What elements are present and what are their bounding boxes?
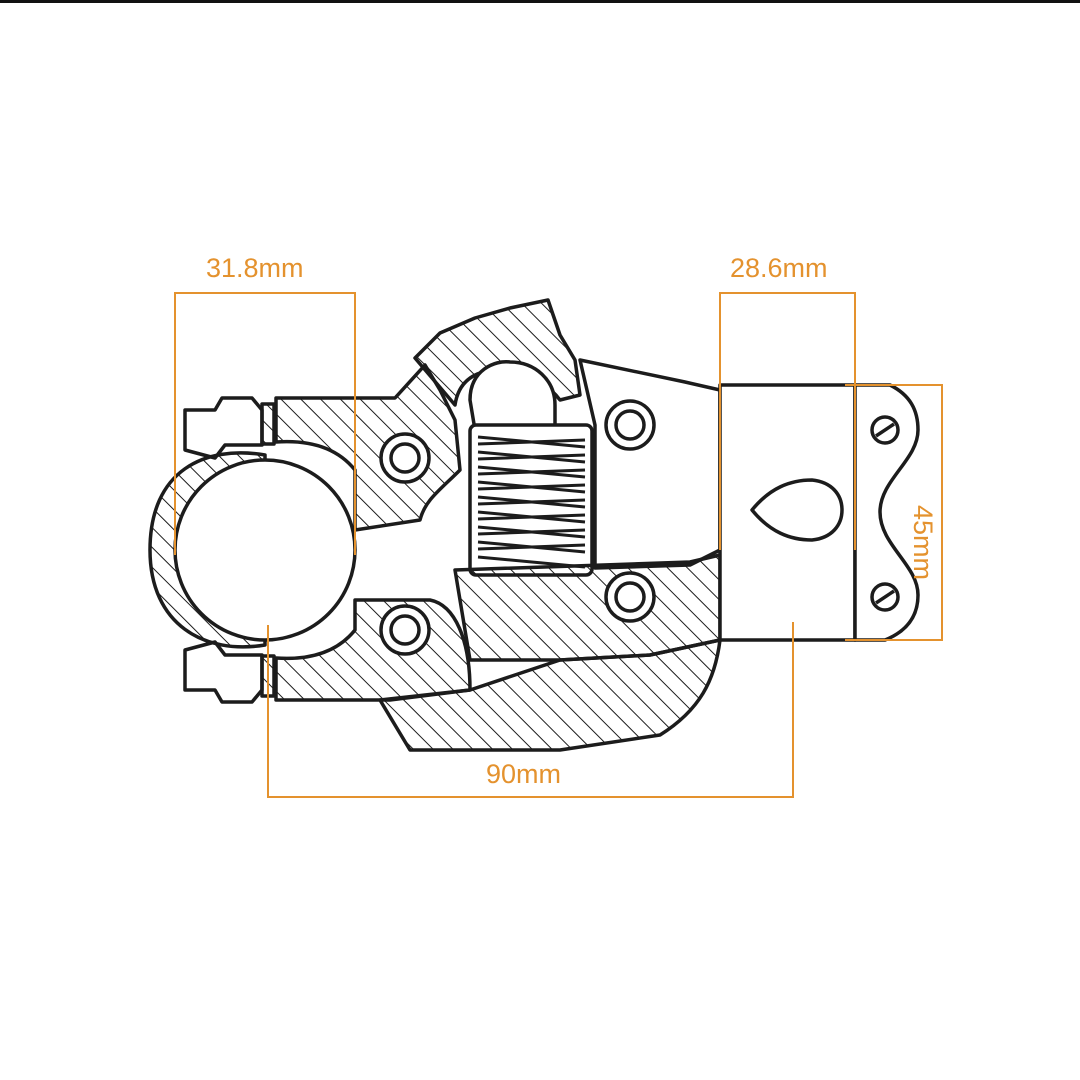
pivot-bolt-lower-right-core (614, 581, 646, 613)
faceplate-upper-ear (183, 396, 264, 460)
dim-length-line (267, 622, 794, 798)
steerer-clamp-block (718, 383, 857, 642)
damper-spring (477, 435, 586, 569)
side-bolt-lower (870, 582, 900, 612)
stem-body (148, 298, 920, 752)
dimension-lines (174, 292, 943, 798)
side-bolt-lower-slot (875, 589, 895, 605)
link-lower-body (453, 553, 722, 662)
pivot-bolt-upper-left (379, 432, 431, 484)
adjuster-knob (468, 360, 557, 432)
upper-arm (274, 363, 462, 532)
dim-handlebar-clamp-label: 31.8mm (206, 253, 304, 283)
faceplate-lower-ear (183, 640, 264, 704)
dim-steerer-clamp-line (719, 292, 856, 550)
dim-stem-length-label: 90mm (486, 759, 562, 789)
side-bolt-upper-slot (875, 422, 895, 438)
steerer-slot (750, 478, 844, 542)
pivot-bolt-lower-left (379, 604, 431, 656)
pivot-bolt-lower-right (604, 571, 656, 623)
pivot-bolt-lower-left-core (389, 614, 421, 646)
dim-height-line (845, 384, 943, 641)
bottom-guard (378, 638, 722, 752)
link-body (578, 358, 722, 570)
steerer-side-plate (853, 383, 920, 642)
dim-stack-height-label: 45mm (908, 505, 938, 581)
dim-steerer-clamp-label: 28.6mm (730, 253, 828, 283)
side-bolt-upper (870, 415, 900, 445)
handlebar-bore (173, 458, 357, 642)
top-border-line (0, 0, 1080, 3)
upper-clamp-screw (260, 402, 276, 446)
dim-handlebar-clamp-line (174, 292, 356, 555)
pivot-bolt-upper-right-core (614, 409, 646, 441)
pivot-bolt-upper-left-core (389, 442, 421, 474)
pivot-bolt-upper-right (604, 399, 656, 451)
